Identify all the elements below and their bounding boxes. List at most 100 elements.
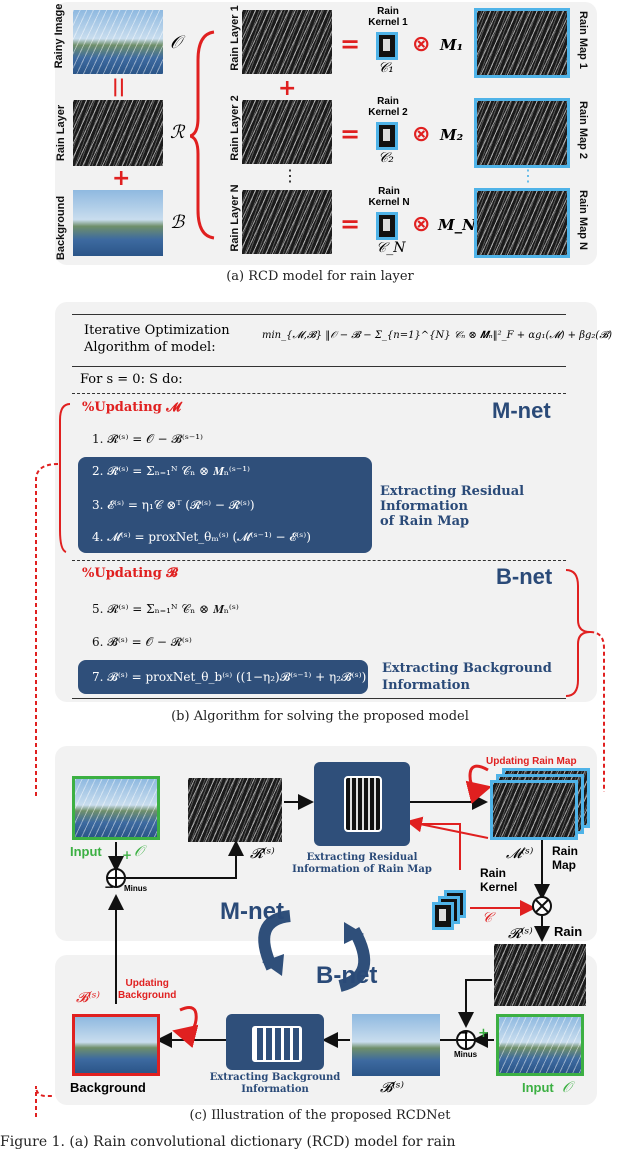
conv-2: ⊗ bbox=[412, 122, 431, 147]
rain-layer-1-label: Rain Layer 1 bbox=[229, 5, 241, 71]
minus-word-bottom: Minus bbox=[454, 1050, 478, 1059]
step-4: 4. 𝓜⁽ˢ⁾ = proxNet_θₘ⁽ˢ⁾ (𝓜⁽ˢ⁻¹⁾ − 𝓔⁽ˢ⁾) bbox=[92, 530, 311, 544]
sym-O: 𝒪 bbox=[170, 32, 182, 53]
rain-kernel-1 bbox=[376, 32, 398, 60]
brace bbox=[190, 30, 215, 240]
rule-mid bbox=[72, 366, 566, 367]
minus-word-top: Minus bbox=[124, 884, 148, 893]
equals-vertical: || bbox=[112, 76, 126, 97]
extract-background-label: Extracting Background Information bbox=[382, 661, 552, 693]
header-left: Iterative Optimization Algorithm of mode… bbox=[84, 323, 230, 355]
updating-M: %Updating 𝓜 bbox=[82, 400, 181, 415]
rain-map-n bbox=[474, 188, 570, 258]
R-hat-label: 𝓡̂⁽ˢ⁾ bbox=[250, 846, 275, 862]
input-image-bottom bbox=[496, 1014, 584, 1076]
rainy-image-label: Rainy Image bbox=[53, 3, 65, 69]
rain-map-n-label: Rain Map N bbox=[577, 190, 589, 250]
bnet-label: B-net bbox=[496, 564, 553, 589]
mnet-label-c: M-net bbox=[220, 898, 284, 925]
MN: M_N bbox=[438, 216, 476, 234]
caption-b: (b) Algorithm for solving the proposed m… bbox=[171, 709, 469, 724]
extract-residual-label: Extracting Residual Information of Rain … bbox=[380, 484, 525, 529]
equals-1: = bbox=[340, 30, 361, 58]
rain-layer-1-image bbox=[242, 10, 332, 74]
rule-bottom bbox=[72, 698, 566, 699]
R-hat-image bbox=[188, 778, 282, 842]
plus-layers: + bbox=[278, 76, 297, 101]
O-top: 𝒪 bbox=[134, 842, 144, 860]
dots-1: ⋮ bbox=[282, 166, 298, 185]
rule-dashed bbox=[72, 393, 566, 394]
B-s-label: 𝓑⁽ˢ⁾ bbox=[76, 990, 100, 1006]
background-image bbox=[73, 190, 163, 256]
rule-top bbox=[72, 314, 566, 315]
equals-n: = bbox=[340, 210, 361, 238]
rain-layer-label: Rain Layer bbox=[55, 104, 67, 162]
figure-caption: Figure 1. (a) Rain convolutional diction… bbox=[0, 1134, 456, 1150]
input-label-bottom: Input bbox=[522, 1080, 554, 1095]
dots-2: ⋮ bbox=[520, 166, 536, 185]
panel-b-braces bbox=[35, 403, 605, 796]
rain-kernel-2-label: Rain Kernel 2 bbox=[368, 96, 408, 118]
rain-layer-image bbox=[73, 100, 163, 166]
step-3: 3. 𝓔⁽ˢ⁾ = η₁𝒞 ⊗ᵀ (𝓡̃⁽ˢ⁾ − 𝓡̂⁽ˢ⁾) bbox=[92, 498, 255, 512]
equals-2: = bbox=[340, 120, 361, 148]
rain-layer-n-image bbox=[242, 190, 332, 254]
rain-kernel-n-label: Rain Kernel N bbox=[368, 186, 410, 208]
background-label: Background bbox=[55, 195, 67, 261]
input-label-top: Input bbox=[70, 844, 102, 859]
input-image-top bbox=[72, 776, 160, 840]
rain-map-label-c: Rain Map bbox=[552, 844, 579, 872]
rain-kernel-1-label: Rain Kernel 1 bbox=[368, 6, 408, 28]
residual-module-label: Extracting Residual Information of Rain … bbox=[292, 852, 432, 875]
sym-R: ℛ bbox=[170, 122, 185, 143]
background-module-icon bbox=[252, 1026, 302, 1062]
rain-layer-n-label: Rain Layer N bbox=[229, 184, 241, 252]
O-bottom: 𝒪 bbox=[562, 1078, 572, 1096]
updating-rain-map-label: Updating Rain Map bbox=[486, 756, 577, 767]
step-2: 2. 𝓡̃⁽ˢ⁾ = Σₙ₌₁ᴺ 𝒞ₙ ⊗ 𝑴ₙ⁽ˢ⁻¹⁾ bbox=[92, 464, 250, 478]
conv-n: ⊗ bbox=[412, 212, 431, 237]
algbox-b bbox=[78, 660, 368, 694]
rain-map-1-label: Rain Map 1 bbox=[577, 10, 589, 70]
mnet-label: M-net bbox=[492, 398, 551, 423]
rainy-image bbox=[73, 10, 163, 74]
minus-sign-top: − bbox=[104, 880, 115, 894]
panel-c-arrows bbox=[35, 764, 552, 1120]
C-label-c: 𝒞 bbox=[482, 910, 493, 926]
rain-s-image bbox=[494, 944, 586, 1006]
minus-sign-bottom: − bbox=[458, 1026, 469, 1041]
algbox-m bbox=[78, 457, 372, 553]
rain-map-1 bbox=[474, 8, 570, 78]
step-6: 6. 𝓑̂⁽ˢ⁾ = 𝒪 − 𝓡⁽ˢ⁾ bbox=[92, 635, 192, 649]
conv-1: ⊗ bbox=[412, 32, 431, 57]
step-7: 7. 𝓑⁽ˢ⁾ = proxNet_θ_b⁽ˢ⁾ ((1−η₂)𝓑⁽ˢ⁻¹⁾ +… bbox=[92, 670, 367, 684]
B-hat-label: 𝓑̂⁽ˢ⁾ bbox=[380, 1080, 404, 1096]
rain-layer-2-label: Rain Layer 2 bbox=[229, 95, 241, 161]
kernel-stack-1 bbox=[432, 902, 454, 930]
residual-module-icon bbox=[344, 776, 382, 832]
CN: 𝒞_N bbox=[376, 240, 406, 256]
B-hat-image bbox=[352, 1014, 440, 1076]
sym-B: ℬ bbox=[170, 212, 185, 233]
plus-sign-bottom: + bbox=[478, 1026, 489, 1041]
plus-sign-top: + bbox=[122, 848, 133, 862]
C2: 𝒞₂ bbox=[378, 150, 394, 166]
step-5: 5. 𝓡⁽ˢ⁾ = Σₙ₌₁ᴺ 𝒞ₙ ⊗ 𝑴ₙ⁽ˢ⁾ bbox=[92, 602, 239, 616]
caption-a: (a) RCD model for rain layer bbox=[226, 269, 414, 284]
C1: 𝒞₁ bbox=[378, 60, 394, 76]
rain-map-stack-1 bbox=[490, 780, 578, 840]
background-output-image bbox=[72, 1014, 160, 1076]
M1: M₁ bbox=[440, 36, 464, 54]
M2: M₂ bbox=[440, 126, 464, 144]
for-line: For s = 0: S do: bbox=[80, 372, 183, 387]
updating-background-label: Updating Background bbox=[118, 978, 177, 1001]
rule-dashed-2 bbox=[72, 560, 566, 561]
step-1: 1. 𝓡̂⁽ˢ⁾ = 𝒪 − 𝓑⁽ˢ⁻¹⁾ bbox=[92, 432, 204, 446]
updating-B: %Updating 𝓑 bbox=[82, 566, 178, 581]
rain-map-2-label: Rain Map 2 bbox=[577, 100, 589, 160]
plus-a: + bbox=[112, 166, 131, 191]
rain-kernel-label-c: Rain Kernel bbox=[480, 866, 518, 894]
rain-map-2 bbox=[474, 98, 570, 168]
rain-kernel-n bbox=[376, 212, 398, 240]
